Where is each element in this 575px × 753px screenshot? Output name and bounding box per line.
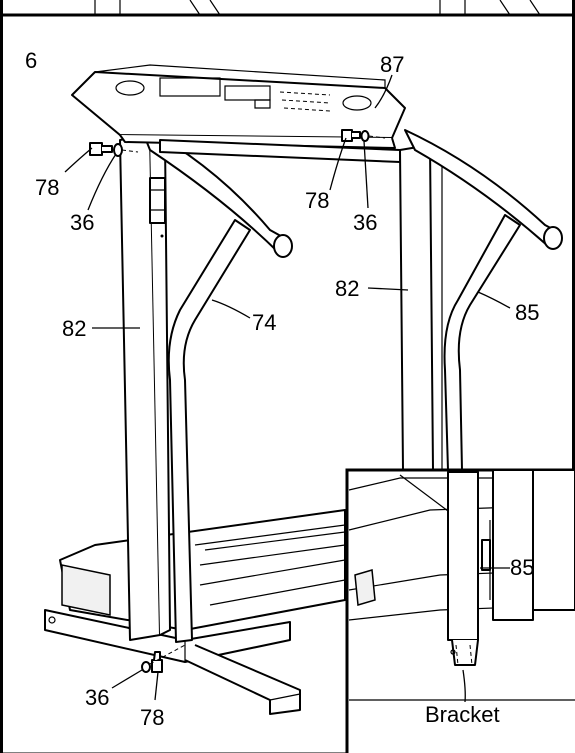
callout-washer-left-upper: 36 (70, 210, 94, 235)
bolt-upper-left (89, 142, 113, 156)
detail-inset: 85 Bracket (345, 468, 575, 753)
callout-bolt-bottom: 78 (140, 705, 164, 730)
step-number: 6 (25, 48, 37, 73)
left-handrail (139, 124, 293, 643)
right-upright (399, 144, 443, 471)
inset-bracket-label: Bracket (425, 702, 500, 727)
callout-handrail-right: 85 (515, 300, 539, 325)
washer-upper-left (113, 143, 139, 157)
washer-bottom (141, 644, 186, 673)
callout-bolt-right-upper: 78 (305, 188, 329, 213)
callout-bolt-left-upper: 78 (35, 175, 59, 200)
callout-console: 87 (380, 52, 404, 77)
leader-lines (64, 74, 511, 701)
washer-upper-right (360, 130, 386, 142)
callout-upright-right: 82 (335, 276, 359, 301)
inset-part-label: 85 (510, 555, 534, 580)
callout-upright-left: 82 (62, 316, 86, 341)
callout-handrail-left: 74 (252, 310, 276, 335)
callout-washer-right-upper: 36 (353, 210, 377, 235)
callout-washer-bottom: 36 (85, 685, 109, 710)
left-upright (119, 134, 171, 641)
bolt-upper-right (341, 129, 361, 142)
